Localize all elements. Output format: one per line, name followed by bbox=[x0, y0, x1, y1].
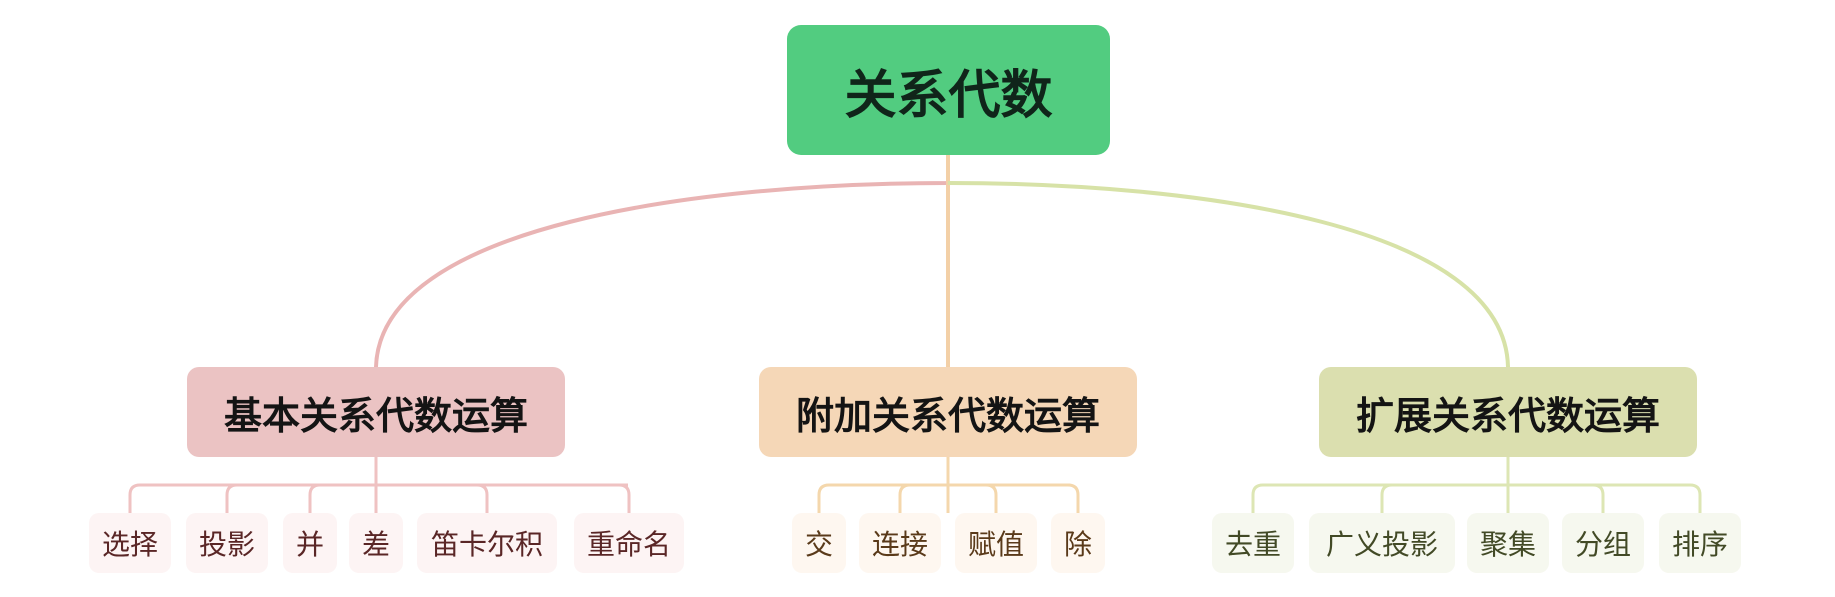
leaf-label: 广义投影 bbox=[1325, 528, 1438, 561]
branch-node-additional[interactable]: 附加关系代数运算 bbox=[759, 367, 1137, 457]
leaf-label: 笛卡尔积 bbox=[430, 528, 543, 561]
leaf-label: 排序 bbox=[1671, 528, 1728, 561]
leaf-node[interactable]: 并 bbox=[283, 513, 337, 573]
leaf-label: 聚集 bbox=[1479, 528, 1536, 561]
leaf-node[interactable]: 赋值 bbox=[955, 513, 1037, 573]
leaf-node[interactable]: 重命名 bbox=[574, 513, 684, 573]
leaf-node[interactable]: 投影 bbox=[186, 513, 268, 573]
branch-node-basic[interactable]: 基本关系代数运算 bbox=[187, 367, 565, 457]
leaf-label: 投影 bbox=[198, 528, 255, 561]
leaf-label: 赋值 bbox=[967, 528, 1024, 561]
leaf-node[interactable]: 去重 bbox=[1212, 513, 1294, 573]
branch-label: 基本关系代数运算 bbox=[223, 393, 528, 438]
leaf-node[interactable]: 连接 bbox=[859, 513, 941, 573]
branch-label: 附加关系代数运算 bbox=[795, 393, 1100, 438]
root-label: 关系代数 bbox=[844, 65, 1053, 126]
root-node[interactable]: 关系代数 bbox=[787, 25, 1110, 155]
leaf-label: 重命名 bbox=[586, 528, 671, 561]
leaf-label: 分组 bbox=[1574, 528, 1631, 561]
branch-node-extended[interactable]: 扩展关系代数运算 bbox=[1319, 367, 1697, 457]
leaf-node[interactable]: 分组 bbox=[1562, 513, 1644, 573]
leaf-node[interactable]: 笛卡尔积 bbox=[417, 513, 557, 573]
leaf-label: 连接 bbox=[871, 528, 928, 561]
leaf-node[interactable]: 交 bbox=[792, 513, 846, 573]
leaf-node[interactable]: 除 bbox=[1051, 513, 1105, 573]
leaf-label: 去重 bbox=[1224, 528, 1281, 561]
connector-root-branch-1 bbox=[374, 155, 950, 368]
leaf-label: 选择 bbox=[101, 528, 158, 561]
connector-branch-2-leaves bbox=[817, 457, 1080, 513]
connector-root-branch-3 bbox=[947, 181, 1510, 368]
leaf-node[interactable]: 排序 bbox=[1659, 513, 1741, 573]
connector-branch-1-leaves bbox=[128, 457, 631, 513]
leaf-label: 差 bbox=[361, 528, 390, 561]
leaf-node[interactable]: 选择 bbox=[89, 513, 171, 573]
branch-label: 扩展关系代数运算 bbox=[1355, 393, 1660, 438]
leaf-node[interactable]: 差 bbox=[349, 513, 403, 573]
leaf-label: 并 bbox=[295, 528, 324, 561]
leaf-label: 除 bbox=[1063, 528, 1092, 561]
connector-branch-3-leaves bbox=[1251, 457, 1702, 513]
leaf-node[interactable]: 聚集 bbox=[1467, 513, 1549, 573]
leaf-label: 交 bbox=[804, 528, 833, 561]
leaf-node[interactable]: 广义投影 bbox=[1309, 513, 1455, 573]
